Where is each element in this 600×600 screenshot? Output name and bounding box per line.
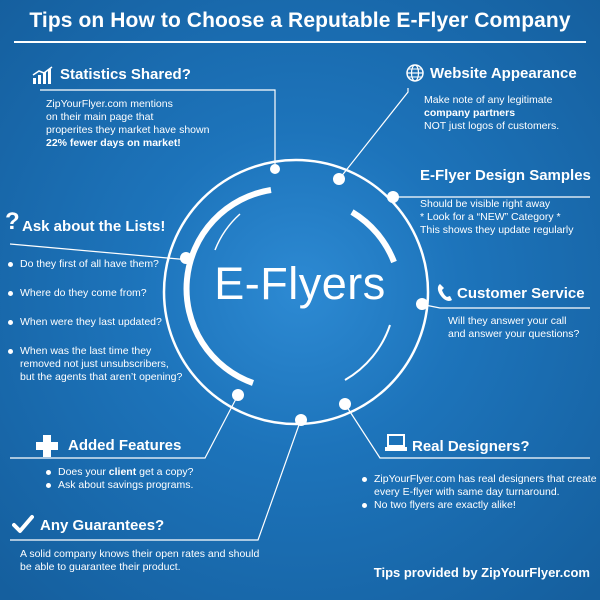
- lists-bullets: Do they first of all have them? Where do…: [6, 258, 182, 384]
- inner-arc-right: [350, 209, 397, 264]
- design-heading: E-Flyer Design Samples: [420, 167, 591, 184]
- connector-statistics: [40, 89, 276, 164]
- guarantees-heading: Any Guarantees?: [40, 517, 165, 534]
- list-item: Ask about savings programs.: [44, 479, 193, 492]
- list-item: When were they last updated?: [6, 316, 182, 329]
- connector-lists: [9, 243, 191, 261]
- features-bullets: Does your client get a copy? Ask about s…: [44, 466, 193, 492]
- lists-heading: Ask about the Lists!: [22, 218, 166, 235]
- title-divider: [14, 41, 586, 43]
- node-lists: [180, 252, 192, 264]
- connector-features: [10, 394, 239, 459]
- phone-icon: [437, 284, 452, 301]
- designers-heading: Real Designers?: [412, 438, 530, 455]
- inner-arc-left: [183, 187, 272, 386]
- statistics-text: ZipYourFlyer.com mentions on their main …: [46, 98, 210, 149]
- website-text: Make note of any legitimate company part…: [424, 94, 560, 132]
- laptop-icon: [385, 434, 407, 451]
- checkmark-icon: [12, 515, 34, 533]
- list-item: Where do they come from?: [6, 287, 182, 300]
- list-item: Does your client get a copy?: [44, 466, 193, 479]
- website-heading: Website Appearance: [430, 65, 577, 82]
- question-mark-icon: ?: [5, 208, 20, 235]
- node-customer: [416, 298, 428, 310]
- statistics-heading: Statistics Shared?: [60, 66, 191, 83]
- connector-customer: [424, 304, 590, 309]
- outer-ring: [162, 158, 430, 426]
- connector-guarantees: [10, 421, 301, 541]
- list-item: ZipYourFlyer.com has real designers that…: [360, 473, 597, 499]
- inner-arc-thin-lower: [344, 324, 391, 381]
- design-text: Should be visible right away * Look for …: [420, 198, 574, 236]
- designers-bullets: ZipYourFlyer.com has real designers that…: [360, 473, 597, 512]
- node-features: [232, 389, 244, 401]
- node-statistics: [270, 164, 280, 174]
- list-item: When was the last time they removed not …: [6, 345, 182, 384]
- connector-designers: [344, 403, 590, 459]
- footer-credit: Tips provided by ZipYourFlyer.com: [373, 565, 590, 580]
- connector-website: [339, 88, 409, 179]
- center-label: E-Flyers: [214, 258, 386, 309]
- list-item: Do they first of all have them?: [6, 258, 182, 271]
- page-title: Tips on How to Choose a Reputable E-Flye…: [29, 9, 571, 32]
- bar-chart-icon: [32, 66, 53, 84]
- guarantees-text: A solid company knows their open rates a…: [20, 548, 260, 573]
- customer-text: Will they answer your call and answer yo…: [448, 315, 580, 340]
- node-design: [387, 191, 399, 203]
- node-website: [333, 173, 345, 185]
- node-guarantees: [295, 414, 307, 426]
- features-heading: Added Features: [68, 437, 182, 454]
- plus-icon: [36, 435, 58, 457]
- inner-arc-thin-upper: [214, 213, 241, 251]
- node-designers: [339, 398, 351, 410]
- list-item: No two flyers are exactly alike!: [360, 499, 597, 512]
- globe-icon: [406, 64, 424, 82]
- customer-heading: Customer Service: [457, 285, 585, 302]
